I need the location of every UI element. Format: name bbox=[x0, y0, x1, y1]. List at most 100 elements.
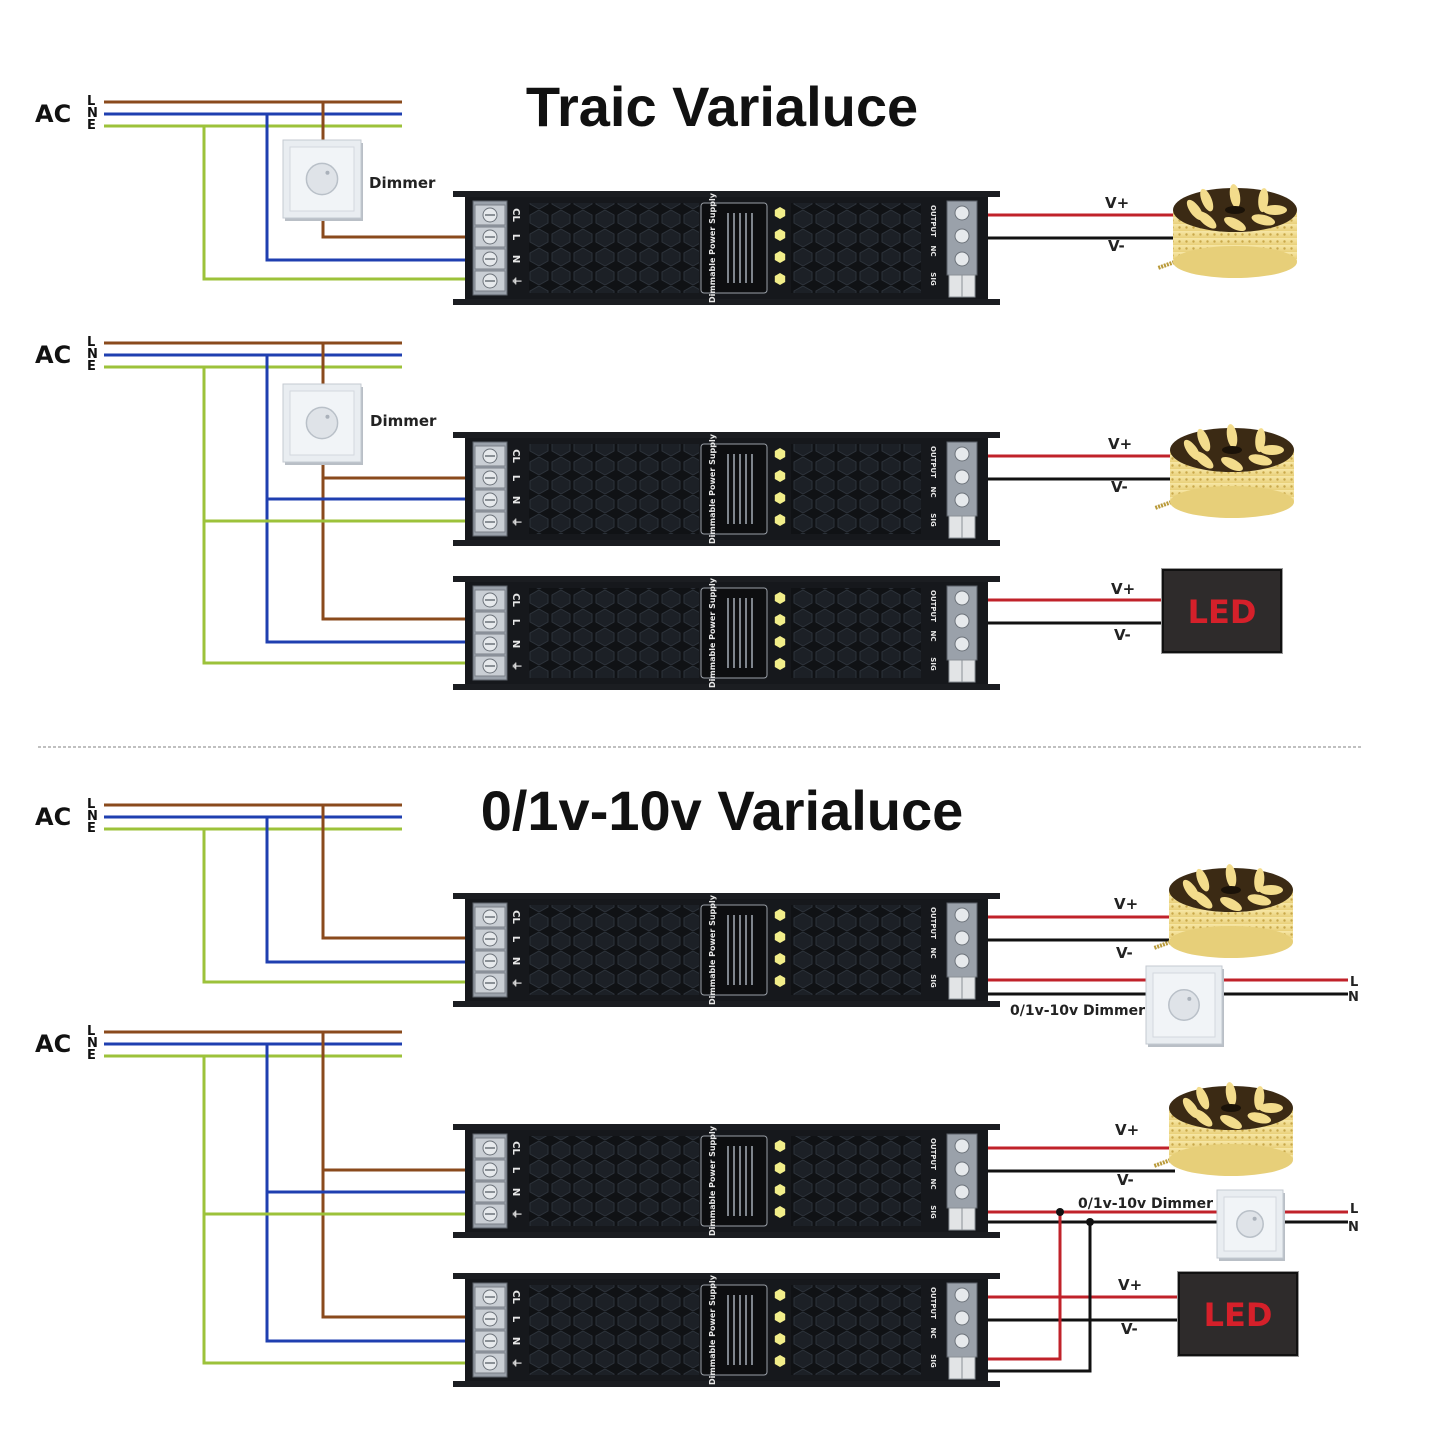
v-minus-label: V- bbox=[1117, 1171, 1134, 1189]
indicator-icon bbox=[774, 658, 786, 670]
spec-text-line bbox=[739, 454, 741, 524]
output-terminal-label: OUTPUT bbox=[929, 446, 937, 478]
output-terminal-label: SIG bbox=[929, 1354, 937, 1368]
terminal-screw-icon bbox=[954, 1287, 970, 1303]
driver-center-label: Dimmable Power Supply bbox=[708, 894, 717, 1005]
input-terminal-label: CL bbox=[510, 449, 521, 463]
indicator-icon bbox=[774, 636, 786, 648]
wire-dimmer-to-driver-2 bbox=[321, 460, 476, 621]
vent-grille-left bbox=[529, 905, 699, 995]
indicator-icon bbox=[774, 1140, 786, 1152]
input-terminal-label: L bbox=[510, 1167, 521, 1174]
junction-dot bbox=[1056, 1208, 1064, 1216]
mains-n-label: N bbox=[1348, 1220, 1359, 1235]
input-terminal-label: CL bbox=[510, 593, 521, 607]
spec-text-line bbox=[733, 213, 735, 283]
spec-text-line bbox=[733, 1295, 735, 1365]
v-minus-label: V- bbox=[1116, 944, 1133, 962]
line-label-L: L bbox=[87, 94, 95, 109]
spec-text-line bbox=[739, 1146, 741, 1216]
output-terminal-label: NC bbox=[929, 487, 937, 498]
terminal-screw-icon bbox=[954, 1161, 970, 1177]
v-plus-label: V+ bbox=[1114, 895, 1138, 913]
wire-signal-d-minus-branch bbox=[978, 1222, 1092, 1373]
reel-window bbox=[1263, 205, 1287, 215]
section-title-triac: Traic Varialuce bbox=[526, 75, 918, 138]
driver-flange-bottom bbox=[453, 1232, 1000, 1238]
spec-text-line bbox=[745, 454, 747, 524]
input-terminal-label: L bbox=[510, 1316, 521, 1323]
spec-text-line bbox=[727, 1295, 729, 1365]
dimmer-knob-icon bbox=[305, 162, 339, 196]
indicator-icon bbox=[774, 251, 786, 263]
terminal-screw-icon bbox=[954, 636, 970, 652]
indicator-icon bbox=[774, 273, 786, 285]
wire-n-to-driver bbox=[265, 114, 476, 262]
spec-text-line bbox=[745, 1295, 747, 1365]
dimmer-label: 0/1v-10v Dimmer bbox=[1010, 1003, 1145, 1019]
ac-label: AC bbox=[35, 341, 71, 369]
input-terminal-label: L bbox=[510, 475, 521, 482]
indicator-icon bbox=[774, 207, 786, 219]
indicator-icon bbox=[774, 470, 786, 482]
knob-dot bbox=[1252, 1216, 1257, 1221]
spec-text-line bbox=[727, 213, 729, 283]
vent-grille-right bbox=[791, 203, 921, 293]
led-strip-reel bbox=[1157, 184, 1297, 278]
vent-grille-right bbox=[791, 1285, 921, 1375]
led-strip-reel bbox=[1153, 864, 1293, 958]
spec-text-line bbox=[727, 1146, 729, 1216]
output-terminal-label: OUTPUT bbox=[929, 1287, 937, 1319]
spec-text-line bbox=[739, 915, 741, 985]
triac-dimmer bbox=[282, 383, 363, 465]
driver-flange-top bbox=[453, 191, 1000, 197]
driver-flange-bottom bbox=[453, 1001, 1000, 1007]
input-terminal-label: ⏚ bbox=[510, 276, 522, 286]
input-terminal-label: N bbox=[510, 255, 521, 263]
terminal-screw-icon bbox=[954, 907, 970, 923]
reel-window bbox=[1260, 445, 1284, 455]
v-plus-label: V+ bbox=[1108, 435, 1132, 453]
vent-grille-right bbox=[791, 444, 921, 534]
input-terminal-label: L bbox=[510, 234, 521, 241]
v-minus-label: V- bbox=[1114, 626, 1131, 644]
ac-label: AC bbox=[35, 100, 71, 128]
reel-hub bbox=[1221, 886, 1241, 894]
reel-window bbox=[1183, 439, 1201, 461]
mains-l-label: L bbox=[1350, 1202, 1358, 1217]
indicator-icon bbox=[774, 1184, 786, 1196]
input-terminal-label: N bbox=[510, 1337, 521, 1345]
terminal-screw-icon bbox=[954, 613, 970, 629]
spec-text-line bbox=[739, 1295, 741, 1365]
v-minus-label: V- bbox=[1111, 478, 1128, 496]
vent-grille-left bbox=[529, 1136, 699, 1226]
line-label-N: N bbox=[87, 347, 98, 362]
line-label-E: E bbox=[87, 821, 96, 836]
v-plus-label: V+ bbox=[1111, 580, 1135, 598]
input-terminal-label: ⏚ bbox=[510, 517, 522, 527]
terminal-screw-icon bbox=[954, 590, 970, 606]
indicator-icon bbox=[774, 514, 786, 526]
spec-text-line bbox=[751, 454, 753, 524]
driver-center-label: Dimmable Power Supply bbox=[708, 433, 717, 544]
terminal-screw-icon bbox=[954, 1310, 970, 1326]
terminal-screw-icon bbox=[954, 1333, 970, 1349]
reel-window bbox=[1255, 428, 1266, 453]
driver-flange-bottom bbox=[453, 1381, 1000, 1387]
knob-dot bbox=[325, 414, 330, 419]
driver-flange-top bbox=[453, 893, 1000, 899]
v-plus-label: V+ bbox=[1105, 194, 1129, 212]
line-label-E: E bbox=[87, 118, 96, 133]
reel-hub bbox=[1225, 206, 1245, 214]
reel-window bbox=[1200, 188, 1214, 212]
reel-window bbox=[1182, 1097, 1200, 1119]
input-terminal-label: N bbox=[510, 496, 521, 504]
output-terminal-label: NC bbox=[929, 631, 937, 642]
reel-window bbox=[1251, 214, 1276, 226]
